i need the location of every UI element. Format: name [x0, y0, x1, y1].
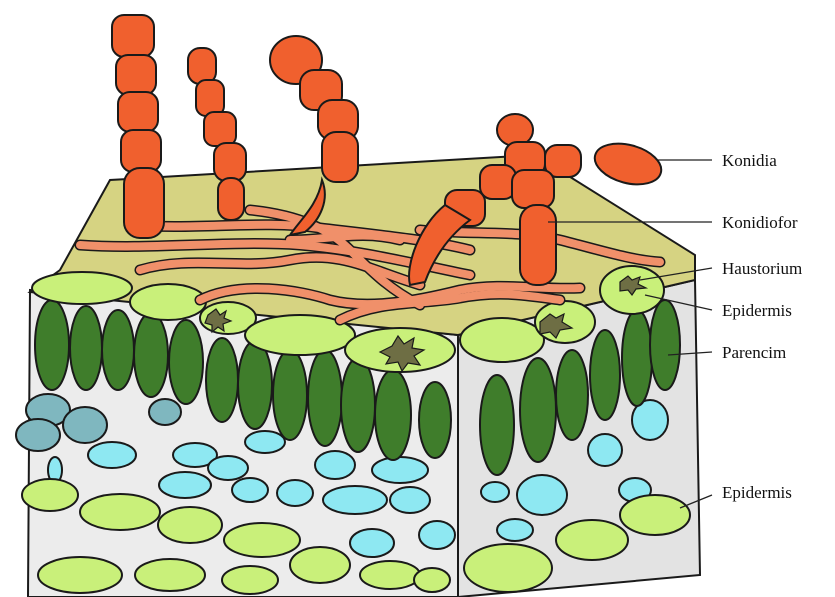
label-epidermis-top: Epidermis: [722, 301, 792, 320]
label-konidiofor: Konidiofor: [722, 213, 798, 232]
labels: Konidia Konidiofor Haustorium Epidermis …: [722, 151, 802, 502]
label-konidia: Konidia: [722, 151, 777, 170]
label-parencim: Parencim: [722, 343, 786, 362]
label-haustorium: Haustorium: [722, 259, 802, 278]
conidium-detached: [590, 137, 666, 191]
label-epidermis-bottom: Epidermis: [722, 483, 792, 502]
